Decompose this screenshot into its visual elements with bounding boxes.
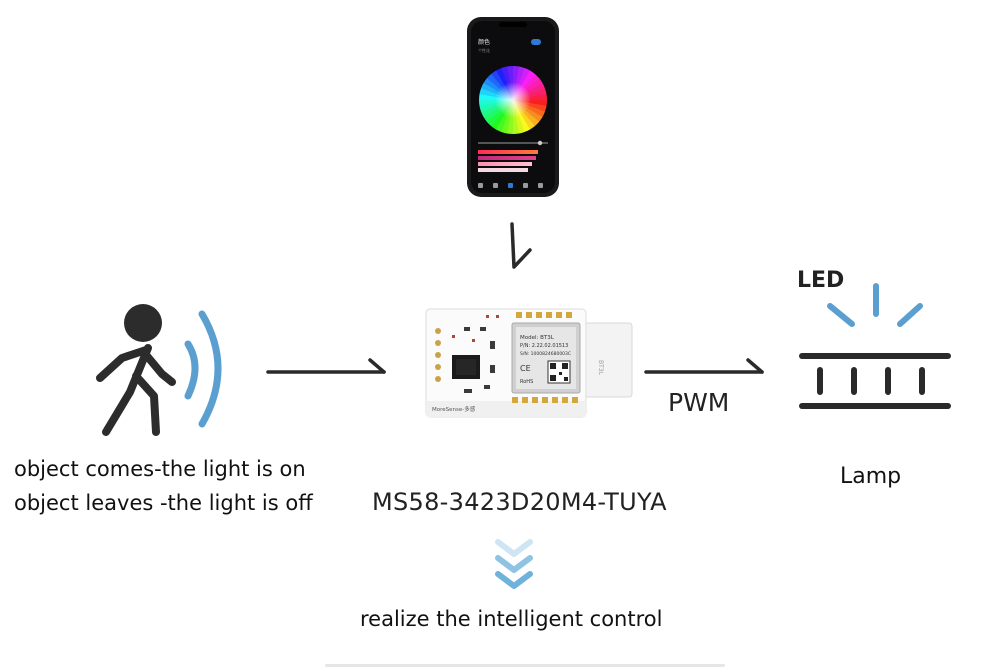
double-chevron-down-icon [495,539,533,589]
arrow-to-module-icon [266,358,386,374]
footer-caption: realize the intelligent control [360,607,663,631]
module-chip-line-2: S/N: 1000824680003C [520,351,571,357]
module-model-label: MS58-3423D20M4-TUYA [372,488,667,516]
svg-text:BT3L: BT3L [597,360,604,376]
svg-text:CE: CE [520,364,531,373]
phone-screen-title: 颜色 [478,38,490,46]
led-light-rays-icon [827,283,923,327]
phone-screen-subtitle: 个性化 [478,47,490,53]
radar-wave-icon [184,310,222,428]
sensor-caption-line-1: object comes-the light is on [14,457,306,481]
module-chip-line-0: Model: BT3L [520,335,555,341]
sensor-caption-line-2: object leaves -the light is off [14,491,313,515]
lamp-caption: Lamp [840,464,902,489]
down-arrow-icon [510,222,532,269]
lamp-icon [799,353,951,409]
radar-module-board: BT3L Model: BT3L P/N: 2.22.02.01513 S/N:… [425,308,633,418]
module-chip-line-1: P/N: 2.22.02.01513 [520,343,568,349]
led-label: LED [797,268,845,293]
arrow-to-lamp-icon [644,358,764,374]
smartphone-illustration: 颜色 个性化 [467,17,559,197]
module-silkscreen: MoreSense-多感 [432,405,476,413]
walking-person-icon [96,304,176,436]
pwm-label: PWM [668,388,730,417]
module-chip-line-3: RoHS [520,379,533,385]
color-wheel-icon [479,66,547,134]
sensor-caption: object comes-the light is on object leav… [14,452,313,520]
footer-divider [325,664,725,667]
